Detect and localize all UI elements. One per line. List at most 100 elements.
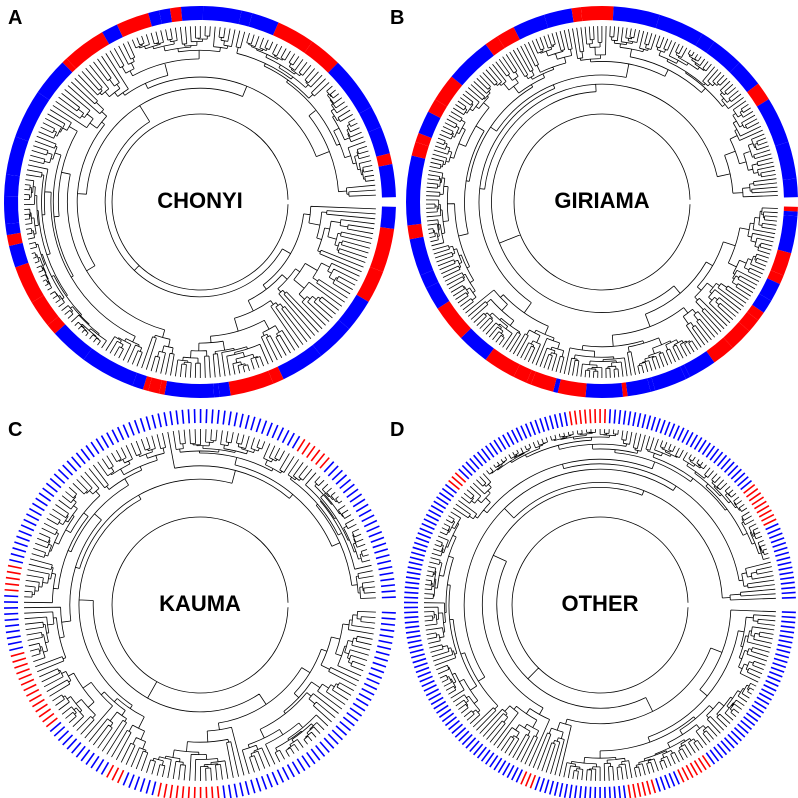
ring-tick-blue bbox=[80, 448, 91, 461]
ring-tick-blue bbox=[331, 469, 343, 481]
ring-tick-blue bbox=[761, 688, 775, 697]
ring-tick-blue bbox=[95, 758, 105, 772]
ring-tick-red bbox=[116, 769, 125, 784]
ring-tick-red bbox=[169, 784, 174, 798]
ring-tick-blue bbox=[502, 434, 511, 448]
ring-tick-blue bbox=[90, 441, 100, 455]
ring-tick-blue bbox=[355, 697, 369, 707]
ring-tick-blue bbox=[476, 746, 487, 759]
ring-segment-red bbox=[47, 316, 66, 334]
ring-segment-blue bbox=[752, 293, 772, 313]
ring-tick-blue bbox=[139, 778, 146, 792]
ring-tick-red bbox=[689, 762, 699, 776]
ring-tick-blue bbox=[406, 634, 421, 639]
ring-tick-blue bbox=[358, 508, 372, 518]
ring-segment-red bbox=[142, 376, 152, 392]
ring-tick-blue bbox=[276, 769, 285, 783]
ring-tick-red bbox=[584, 409, 587, 424]
ring-tick-blue bbox=[38, 492, 52, 502]
ring-tick-blue bbox=[709, 749, 720, 762]
ring-tick-blue bbox=[716, 743, 728, 756]
ring-segment-red bbox=[6, 232, 23, 247]
ring-segment-red bbox=[706, 337, 733, 363]
ring-segment-blue bbox=[102, 24, 123, 45]
ring-tick-blue bbox=[780, 629, 795, 634]
ring-tick-blue bbox=[266, 773, 273, 788]
ring-tick-red bbox=[187, 786, 191, 798]
ring-tick-blue bbox=[380, 622, 396, 626]
ring-tick-blue bbox=[80, 749, 91, 762]
ring-tick-blue bbox=[366, 677, 380, 685]
ring-tick-blue bbox=[122, 424, 130, 438]
ring-segment-blue bbox=[15, 92, 50, 142]
ring-tick-blue bbox=[780, 581, 795, 585]
ring-tick-blue bbox=[441, 487, 455, 498]
ring-segment-red bbox=[435, 76, 463, 107]
ring-tick-red bbox=[42, 712, 55, 723]
ring-tick-blue bbox=[779, 634, 794, 639]
ring-tick-blue bbox=[26, 513, 40, 522]
ring-tick-blue bbox=[5, 624, 20, 628]
ring-segment-red bbox=[428, 99, 447, 119]
ring-tick-blue bbox=[781, 596, 796, 599]
ring-tick-blue bbox=[770, 537, 785, 544]
ring-tick-red bbox=[20, 678, 35, 686]
ring-tick-red bbox=[111, 767, 120, 781]
ring-tick-blue bbox=[672, 425, 680, 439]
ring-tick-blue bbox=[419, 675, 433, 683]
ring-tick-blue bbox=[627, 411, 632, 426]
ring-tick-blue bbox=[524, 423, 532, 437]
ring-tick-red bbox=[685, 764, 694, 778]
ring-tick-blue bbox=[53, 473, 66, 484]
ring-tick-blue bbox=[169, 411, 174, 426]
ring-tick-blue bbox=[301, 755, 311, 768]
ring-segment-red bbox=[723, 322, 750, 348]
ring-tick-blue bbox=[506, 431, 515, 446]
ring-tick-blue bbox=[216, 409, 220, 424]
ring-tick-blue bbox=[368, 530, 383, 538]
ring-tick-blue bbox=[476, 451, 487, 464]
ring-tick-blue bbox=[404, 616, 419, 619]
ring-tick-blue bbox=[613, 786, 616, 798]
ring-tick-blue bbox=[511, 429, 519, 443]
ring-tick-red bbox=[573, 410, 578, 425]
ring-tick-red bbox=[641, 781, 647, 796]
ring-tick-blue bbox=[75, 452, 86, 465]
ring-segment-blue bbox=[54, 324, 92, 360]
ring-tick-blue bbox=[733, 472, 746, 483]
ring-tick-blue bbox=[53, 726, 66, 737]
ring-segment-blue bbox=[420, 270, 439, 289]
ring-segment-blue bbox=[238, 10, 253, 27]
ring-tick-blue bbox=[7, 640, 22, 646]
ring-tick-red bbox=[589, 409, 592, 424]
ring-tick-red bbox=[319, 457, 330, 469]
ring-tick-blue bbox=[506, 764, 515, 779]
ring-tick-blue bbox=[485, 752, 495, 765]
ring-tick-blue bbox=[66, 460, 78, 472]
ring-tick-blue bbox=[773, 546, 788, 553]
ring-segment-red bbox=[437, 301, 471, 339]
ring-tick-blue bbox=[497, 760, 507, 774]
ring-tick-blue bbox=[16, 535, 30, 542]
ring-segment-red bbox=[526, 369, 536, 385]
ring-tick-blue bbox=[342, 716, 355, 727]
ring-tick-blue bbox=[515, 769, 524, 783]
ring-tick-blue bbox=[430, 504, 444, 514]
ring-tick-blue bbox=[558, 782, 564, 797]
ring-tick-blue bbox=[672, 771, 680, 785]
ring-tick-blue bbox=[363, 519, 378, 528]
ring-tick-blue bbox=[563, 783, 568, 798]
ring-segment-blue bbox=[695, 33, 715, 53]
ring-segment-blue bbox=[460, 328, 494, 360]
ring-tick-blue bbox=[381, 611, 396, 614]
ring-tick-blue bbox=[128, 774, 135, 788]
ring-tick-red bbox=[14, 662, 28, 669]
ring-segment-blue bbox=[338, 294, 369, 330]
ring-tick-blue bbox=[458, 468, 470, 480]
ring-tick-blue bbox=[49, 721, 62, 733]
group-color-ring bbox=[4, 408, 396, 798]
ring-tick-blue bbox=[769, 671, 783, 678]
ring-tick-blue bbox=[641, 414, 647, 429]
ring-tick-red bbox=[157, 782, 162, 797]
ring-segment-red bbox=[116, 12, 152, 38]
